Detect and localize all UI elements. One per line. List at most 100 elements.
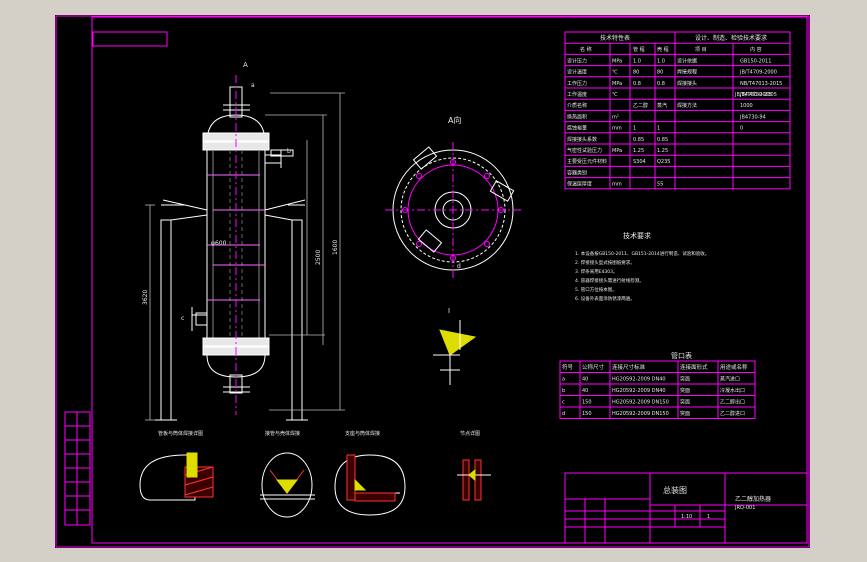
tech-row-name: 设计压力 (567, 57, 587, 64)
tech-req-item: 1. 本设备按GB150-2011、GB151-2014进行制造、试验和验收。 (575, 250, 709, 257)
tech-row-name: 工作压力 (567, 80, 587, 87)
nozzle-cell: HG20592-2009 DN150 (612, 400, 669, 406)
section-caption-3: 支座与筒体焊接 (345, 430, 380, 437)
label-nozzle-c: c (181, 315, 184, 322)
vessel-elevation (155, 86, 308, 421)
left-revision-table (64, 411, 91, 526)
nozzle-cell: 乙二醇进口 (720, 410, 745, 417)
tech-right-value: JB/T4709-2000 (739, 70, 777, 76)
detail-i: I (433, 307, 477, 385)
section-caption-4: 节点详图 (460, 430, 480, 437)
nozzle-cell: a (562, 377, 565, 383)
nozzle-cell: d (562, 411, 565, 417)
nozzle-cell: 突面 (680, 399, 690, 406)
tech-row-unit: MPa (612, 148, 622, 154)
nozzle-table-title: 管口表 (671, 351, 692, 360)
tech-row-name: 设计温度 (567, 69, 587, 76)
tech-col-shell: 管 程 (633, 46, 645, 53)
tech-row-tube: Q235 (657, 159, 670, 165)
nozzle-cell: 突面 (680, 387, 690, 394)
view-a-label: A向 (448, 115, 461, 125)
section-caption-1: 管板与筒体焊接详图 (158, 430, 203, 437)
nozzle-cell: 突面 (680, 410, 690, 417)
cad-drawing-canvas: 3620 1600 2500 φ600 A a b c A向 d 技术特性表设计… (55, 15, 810, 548)
tech-row-tube: 1 (657, 126, 660, 132)
nozzle-cell: HG20592-2009 DN40 (612, 377, 666, 383)
dim-shell-dia: φ600 (211, 240, 227, 247)
dim-span: 1600 (332, 240, 339, 255)
tech-col-name: 名 称 (580, 46, 592, 53)
tech-row-unit: MPa (612, 81, 622, 87)
tech-row-item: 焊接规程 (677, 69, 697, 76)
tech-right-value: JB4730-94 (739, 114, 766, 120)
tech-row-content: JB/T4730-2005 (734, 92, 772, 98)
tech-row-name: 保温层厚度 (567, 181, 592, 188)
nozzle-cell: 乙二醇出口 (720, 399, 745, 406)
tech-row-tube: 0.85 (657, 137, 668, 143)
nozzle-cell: 150 (582, 411, 592, 417)
tech-col-tube: 壳 程 (657, 46, 669, 53)
section-details (139, 452, 491, 518)
nozzle-header: 符号 (562, 363, 574, 371)
nozzle-header: 用途或名称 (720, 363, 748, 371)
nozzle-header: 连接尺寸标准 (612, 363, 646, 371)
tech-row-item: 焊接接头 (677, 80, 697, 87)
label-nozzle-b: b (287, 148, 291, 155)
plan-view-a (385, 142, 521, 278)
tech-right-value: NB/T47013-2015 (740, 81, 782, 87)
nozzle-header: 连接面形式 (680, 363, 708, 371)
tech-row-shell: 0.8 (633, 81, 641, 87)
tech-row-item: 设计依据 (677, 57, 697, 64)
tech-row-name: 焊接接头系数 (567, 136, 597, 143)
dimension-lines (145, 92, 345, 421)
tech-right-value: GB150-2011 (740, 58, 771, 64)
tech-row-tube: 1.25 (657, 148, 668, 154)
drawing-title: 总装图 (663, 485, 687, 495)
drawing-code: JRQ-001 (734, 505, 755, 511)
drawing-sheet: 1 (707, 514, 710, 520)
label-nozzle-a: a (251, 82, 255, 89)
tech-req-item: 3. 焊条采用E4303。 (575, 268, 618, 275)
nozzle-cell: c (562, 400, 565, 406)
tech-row-shell: 1 (633, 126, 636, 132)
nozzle-cell: 150 (582, 400, 592, 406)
tech-right-value: JB/T4730-2005 (739, 92, 777, 98)
tech-table-header-right: 设计、制造、检验技术要求 (695, 34, 767, 42)
drawing-scale: 1:10 (681, 514, 692, 520)
tech-row-tube: 0.8 (657, 81, 665, 87)
tech-right-value: 1000 (740, 103, 753, 109)
sheet-border (55, 15, 810, 548)
tech-row-tube: 蒸汽 (657, 102, 667, 109)
label-nozzle-d: d (457, 263, 461, 270)
tech-row-shell: 0.85 (633, 137, 644, 143)
nozzle-cell: HG20592-2009 DN150 (612, 411, 669, 417)
tech-row-tube: 80 (657, 70, 663, 76)
dim-tube-length: 2500 (315, 250, 322, 265)
tech-row-name: 腐蚀裕量 (567, 125, 587, 132)
nozzle-cell: 蒸汽进口 (720, 376, 740, 383)
tech-row-name: 介质名称 (567, 102, 587, 109)
tech-req-title: 技术要求 (623, 231, 651, 240)
tech-row-shell: 1.25 (633, 148, 644, 154)
nozzle-cell: 冷凝水出口 (720, 387, 745, 394)
nozzle-cell: 40 (582, 377, 588, 383)
tech-row-shell: 乙二醇 (633, 102, 648, 109)
tech-req-item: 4. 容器焊接接头需进行射线检测。 (575, 277, 644, 284)
tech-row-tube: 55 (657, 182, 663, 188)
label-a-top: A (243, 61, 248, 69)
tech-row-unit: mm (612, 126, 622, 132)
tech-row-name: 换热面积 (567, 113, 587, 120)
nozzle-cell: HG20592-2009 DN40 (612, 388, 666, 394)
tech-row-shell: 1.0 (633, 58, 641, 64)
tech-row-unit: mm (612, 182, 622, 188)
tech-req-item: 2. 焊接接头型式按图纸要求。 (575, 259, 635, 266)
nozzle-cell: 突面 (680, 376, 690, 383)
tech-row-item: 焊接方法 (677, 102, 697, 109)
tech-col-content: 内 容 (750, 46, 762, 53)
tech-row-name: 工作温度 (567, 91, 587, 98)
dim-overall-height: 3620 (142, 290, 149, 305)
nozzle-header: 公称尺寸 (582, 363, 605, 371)
tech-req-list: 1. 本设备按GB150-2011、GB151-2014进行制造、试验和验收。 2… (575, 250, 709, 302)
